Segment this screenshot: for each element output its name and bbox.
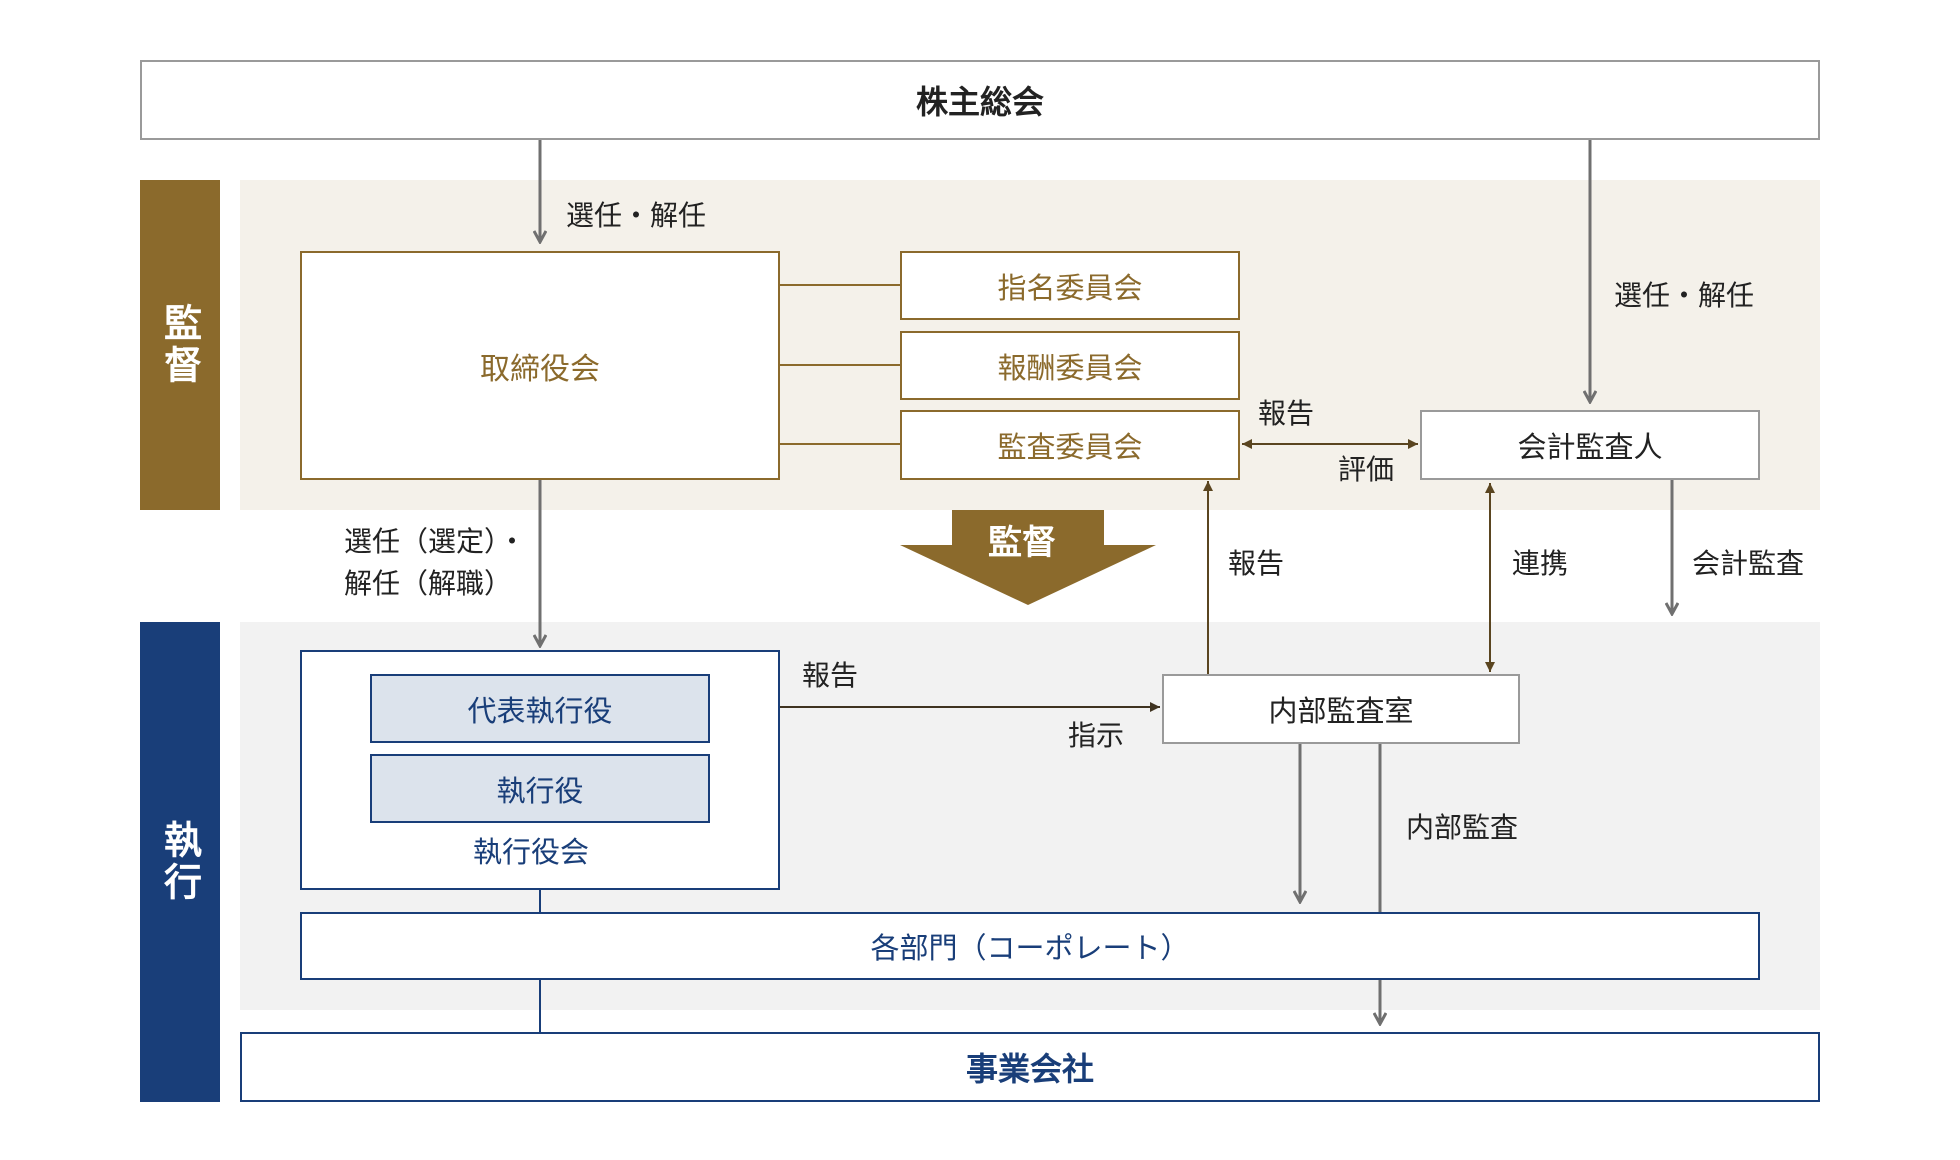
- label-report-internal-up: 報告: [1228, 547, 1285, 580]
- supervision-big-arrow: [900, 510, 1156, 605]
- business-companies-box: 事業会社: [240, 1032, 1820, 1102]
- supervision-side-label: 監督: [140, 180, 220, 510]
- compensation-committee-label: 報酬委員会: [997, 350, 1143, 385]
- label-select-dismiss-right: 選任・解任: [1614, 279, 1755, 312]
- nomination-committee-box: 指名委員会: [900, 251, 1240, 320]
- ceo-label: 代表執行役: [467, 693, 613, 728]
- accounting-auditor-box: 会計監査人: [1420, 410, 1760, 480]
- label-report-execution: 報告: [802, 659, 859, 692]
- label-internal-audit: 内部監査: [1406, 811, 1519, 844]
- label-accounting-audit: 会計監査: [1692, 547, 1805, 580]
- executive-officer-box: 執行役: [370, 754, 710, 823]
- departments-box: 各部門（コーポレート）: [300, 912, 1760, 980]
- compensation-committee-box: 報酬委員会: [900, 331, 1240, 400]
- internal-audit-office-box: 内部監査室: [1162, 674, 1520, 744]
- nomination-committee-label: 指名委員会: [997, 270, 1143, 305]
- label-instruction: 指示: [1068, 719, 1125, 752]
- business-companies-label: 事業会社: [965, 1050, 1094, 1088]
- label-select-line2: 解任（解職）: [344, 567, 513, 600]
- board-label: 取締役会: [480, 351, 600, 387]
- shareholders-meeting-box: 株主総会: [140, 60, 1820, 140]
- board-box: 取締役会: [300, 251, 780, 480]
- executive-officer-label: 執行役: [496, 773, 584, 808]
- ceo-box: 代表執行役: [370, 674, 710, 743]
- label-report-auditor: 報告: [1258, 397, 1315, 430]
- departments-label: 各部門（コーポレート）: [870, 931, 1190, 965]
- label-evaluation: 評価: [1338, 453, 1395, 486]
- accounting-auditor-label: 会計監査人: [1517, 430, 1663, 464]
- label-cooperation: 連携: [1512, 547, 1569, 580]
- audit-committee-label: 監査委員会: [997, 430, 1143, 464]
- label-select-dismiss-top: 選任・解任: [566, 199, 707, 232]
- label-select-line1: 選任（選定）・: [344, 525, 527, 558]
- shareholders-meeting-label: 株主総会: [915, 83, 1044, 121]
- execution-side-label: 執行: [140, 622, 220, 1102]
- internal-audit-office-label: 内部監査室: [1268, 694, 1414, 728]
- supervision-arrow-label: 監督: [988, 523, 1056, 563]
- audit-committee-box: 監査委員会: [900, 410, 1240, 480]
- executive-committee-label: 執行役会: [473, 835, 590, 869]
